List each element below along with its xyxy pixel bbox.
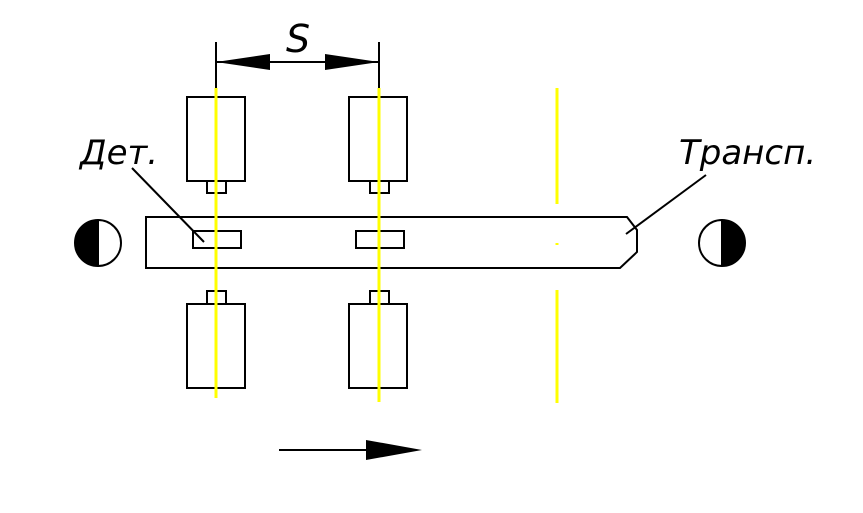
part-leader-line <box>131 167 205 243</box>
part-label: Дет. <box>78 133 158 173</box>
arrow-right-icon <box>279 440 422 460</box>
dimension-arrowhead-right <box>325 54 379 70</box>
half-filled-circle-icon <box>74 219 122 267</box>
spacing-label: S <box>286 17 310 61</box>
roller-axis-lines <box>214 88 559 403</box>
conveyor-label: Трансп. <box>679 133 816 173</box>
conveyor-leader-line <box>625 174 707 235</box>
dimension-arrowhead-left <box>216 54 270 70</box>
half-filled-circle-icon <box>698 219 746 267</box>
